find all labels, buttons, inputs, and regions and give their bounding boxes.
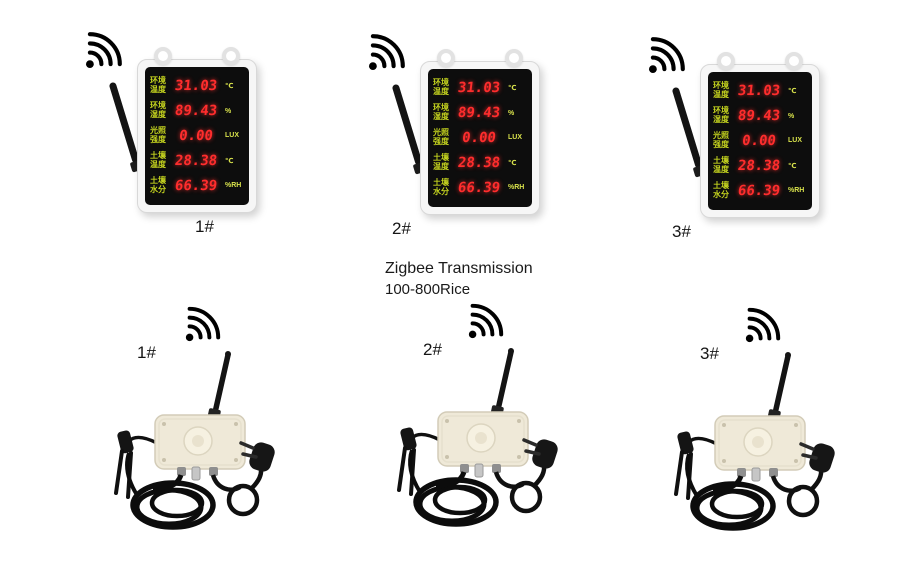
row-value: 89.43 <box>736 108 782 125</box>
zigbee-line1: Zigbee Transmission <box>385 260 533 277</box>
zigbee-line2: 100-800Rice <box>385 281 471 298</box>
hanger-ring <box>222 47 240 65</box>
soil-sensor-device <box>674 352 835 531</box>
display-antenna <box>108 81 140 165</box>
hanger-ring <box>505 49 523 67</box>
display-row: 土壤温度 28.38 ℃ <box>712 156 808 175</box>
row-unit: LUX <box>788 137 802 145</box>
row-unit: % <box>788 112 795 120</box>
display-unit-1: 环境温度 31.03 ℃ 环境湿度 89.43 % 光照强度 0.00 LUX … <box>75 15 275 250</box>
wifi-signal-icon <box>466 297 510 341</box>
row-label: 土壤水分 <box>433 178 449 196</box>
wifi-signal-icon <box>646 30 692 76</box>
row-label: 环境湿度 <box>713 106 729 125</box>
row-value: 28.38 <box>173 152 219 169</box>
row-label: 土壤水分 <box>150 176 166 194</box>
row-label: 光照强度 <box>713 131 729 149</box>
row-unit: LUX <box>225 132 239 140</box>
sensor-id-label: 3# <box>700 344 719 363</box>
row-label: 环境温度 <box>150 76 166 95</box>
row-value: 66.39 <box>456 179 502 196</box>
row-unit: % <box>508 109 515 117</box>
row-unit: ℃ <box>225 83 234 91</box>
row-label: 光照强度 <box>150 126 166 144</box>
led-display-panel: 环境温度 31.03 ℃ 环境湿度 89.43 % 光照强度 0.00 LUX … <box>700 52 820 218</box>
row-unit: ℃ <box>508 159 517 167</box>
row-label: 土壤温度 <box>150 151 166 169</box>
row-value: 89.43 <box>456 105 502 122</box>
display-id-label: 1# <box>195 217 214 236</box>
display-row: 环境湿度 89.43 % <box>149 101 245 120</box>
display-row: 环境温度 31.03 ℃ <box>432 78 528 97</box>
row-label: 环境湿度 <box>433 103 449 122</box>
led-screen: 环境温度 31.03 ℃ 环境湿度 89.43 % 光照强度 0.00 LUX … <box>708 72 812 210</box>
row-value: 31.03 <box>456 80 502 97</box>
display-row: 环境温度 31.03 ℃ <box>149 76 245 95</box>
display-id-label: 2# <box>392 219 411 238</box>
display-row: 环境湿度 89.43 % <box>712 106 808 125</box>
display-row: 光照强度 0.00 LUX <box>712 131 808 150</box>
row-unit: ℃ <box>788 88 797 96</box>
wifi-signal-icon <box>366 27 412 73</box>
display-row: 土壤温度 28.38 ℃ <box>432 153 528 172</box>
display-row: 土壤水分 66.39 %RH <box>712 181 808 200</box>
row-value: 28.38 <box>736 157 782 174</box>
display-row: 环境温度 31.03 ℃ <box>712 81 808 100</box>
row-unit: %RH <box>225 182 242 190</box>
display-unit-2: 环境温度 31.03 ℃ 环境湿度 89.43 % 光照强度 0.00 LUX … <box>358 17 558 252</box>
row-unit: ℃ <box>788 162 797 170</box>
row-label: 土壤温度 <box>433 153 449 171</box>
wifi-signal-icon <box>83 25 129 71</box>
display-antenna <box>391 83 423 167</box>
sensor-unit-3: 3# <box>645 296 860 546</box>
row-unit: ℃ <box>225 157 234 165</box>
row-value: 0.00 <box>461 129 497 146</box>
row-value: 66.39 <box>736 182 782 199</box>
row-label: 土壤水分 <box>713 181 729 199</box>
led-screen: 环境温度 31.03 ℃ 环境湿度 89.43 % 光照强度 0.00 LUX … <box>145 67 249 205</box>
sensor-unit-2: 2# <box>368 292 583 542</box>
sensor-unit-1: 1# <box>85 295 300 545</box>
wifi-signal-icon <box>743 301 787 345</box>
sensor-id-label: 2# <box>423 340 442 359</box>
display-row: 光照强度 0.00 LUX <box>149 126 245 145</box>
hanger-ring <box>785 52 803 70</box>
row-unit: ℃ <box>508 85 517 93</box>
row-value: 0.00 <box>178 127 214 144</box>
display-antenna <box>671 86 703 170</box>
led-display-panel: 环境温度 31.03 ℃ 环境湿度 89.43 % 光照强度 0.00 LUX … <box>420 49 540 215</box>
display-unit-3: 环境温度 31.03 ℃ 环境湿度 89.43 % 光照强度 0.00 LUX … <box>638 20 838 255</box>
row-unit: LUX <box>508 134 522 142</box>
display-row: 土壤水分 66.39 %RH <box>149 176 245 195</box>
display-row: 土壤水分 66.39 %RH <box>432 178 528 197</box>
row-value: 28.38 <box>456 154 502 171</box>
row-label: 光照强度 <box>433 128 449 146</box>
row-value: 0.00 <box>741 132 777 149</box>
row-unit: % <box>225 107 232 115</box>
row-label: 环境温度 <box>713 81 729 100</box>
hanger-ring <box>717 52 735 70</box>
hanger-ring <box>154 47 172 65</box>
soil-sensor-device <box>397 348 558 527</box>
hanger-ring <box>437 49 455 67</box>
row-label: 环境湿度 <box>150 101 166 120</box>
display-id-label: 3# <box>672 222 691 241</box>
row-value: 31.03 <box>173 78 219 95</box>
led-screen: 环境温度 31.03 ℃ 环境湿度 89.43 % 光照强度 0.00 LUX … <box>428 69 532 207</box>
zigbee-annotation: Zigbee Transmission 100-800Rice <box>385 260 533 298</box>
row-label: 土壤温度 <box>713 156 729 174</box>
row-label: 环境温度 <box>433 78 449 97</box>
soil-sensor-device <box>114 351 275 530</box>
led-display-panel: 环境温度 31.03 ℃ 环境湿度 89.43 % 光照强度 0.00 LUX … <box>137 47 257 213</box>
sensor-id-label: 1# <box>137 343 156 362</box>
display-row: 环境湿度 89.43 % <box>432 103 528 122</box>
row-unit: %RH <box>508 184 525 192</box>
display-row: 光照强度 0.00 LUX <box>432 128 528 147</box>
row-unit: %RH <box>788 187 805 195</box>
wifi-signal-icon <box>183 300 227 344</box>
row-value: 31.03 <box>736 83 782 100</box>
row-value: 66.39 <box>173 177 219 194</box>
display-row: 土壤温度 28.38 ℃ <box>149 151 245 170</box>
row-value: 89.43 <box>173 103 219 120</box>
